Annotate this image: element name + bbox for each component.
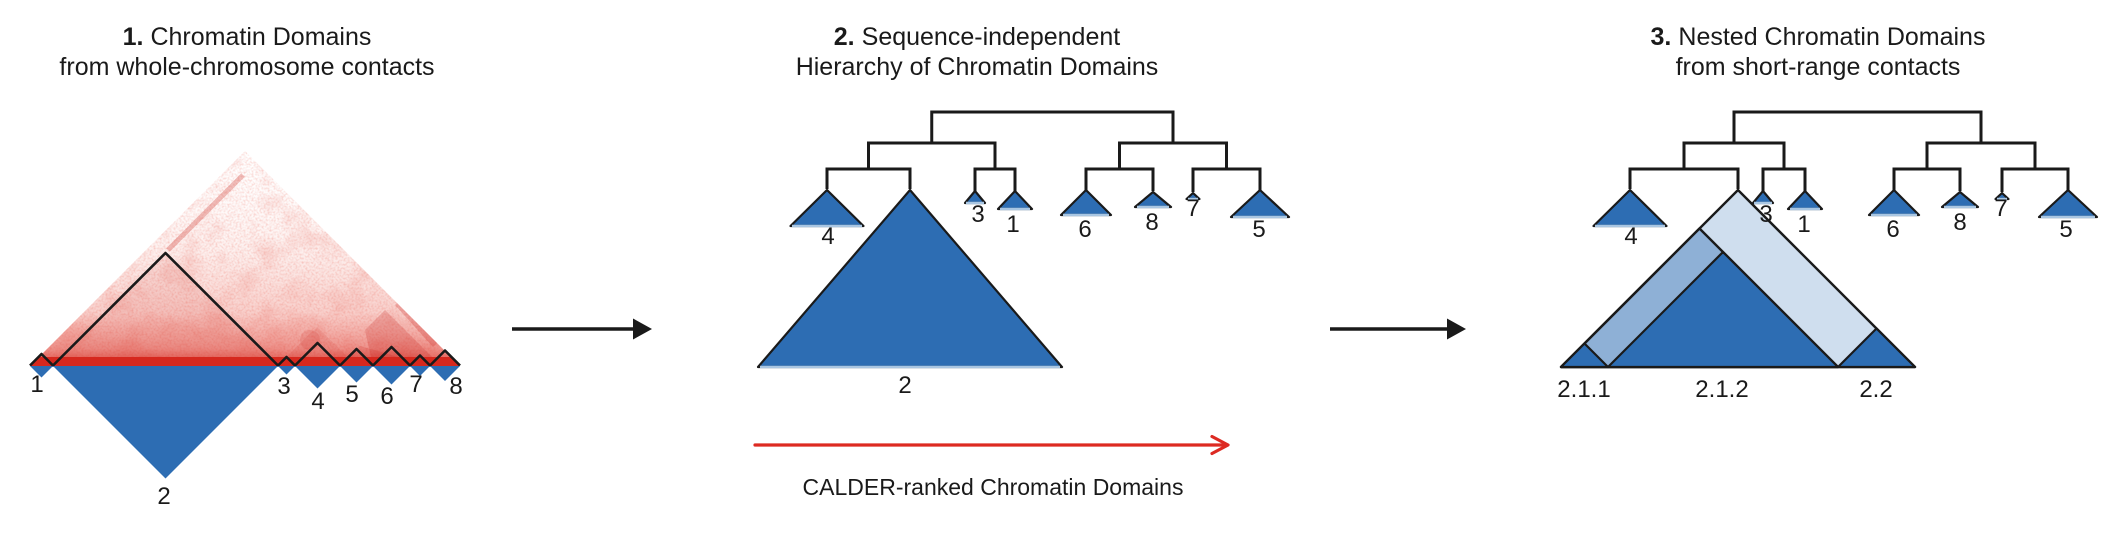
leaf-label: 1: [1797, 211, 1810, 238]
leaf-triangle-5: [2037, 188, 2099, 219]
calder-rank-label: CALDER-ranked Chromatin Domains: [803, 474, 1184, 500]
domain-label: 8: [449, 373, 462, 400]
nested-triangle-2-1-2: [1606, 250, 1840, 369]
heatmap-streak: [166, 173, 245, 252]
panel3-nested-labels: 2.1.1 2.1.2 2.2: [1557, 376, 1892, 403]
nested-domain-2: [1559, 188, 1917, 369]
panel2-dendrogram: [825, 110, 1262, 192]
arrow-head-icon: [633, 318, 652, 340]
leaf-label: 2: [898, 372, 911, 399]
leaf-triangle-4: [1592, 188, 1668, 228]
panel2-title-line2: Hierarchy of Chromatin Domains: [796, 53, 1159, 81]
leaf-label: 4: [821, 223, 834, 250]
panel1-domain-labels: 1 2 3 4 5 6 7 8: [30, 371, 462, 510]
step-arrow-1: [512, 318, 652, 340]
panel-2-hierarchy: 2.Sequence-independent Hierarchy of Chro…: [753, 23, 1291, 500]
nested-label-2-2: 2.2: [1859, 376, 1892, 403]
arrow-head-icon: [1447, 318, 1466, 340]
leaf-label: 7: [1994, 195, 2007, 222]
leaf-triangle-4: [789, 188, 865, 228]
panel1-domain-triangles: [30, 366, 460, 479]
panel2-title-text: Sequence-independent: [862, 23, 1121, 51]
leaf-triangle-1: [996, 189, 1034, 211]
panel3-title-text: Nested Chromatin Domains: [1678, 23, 1985, 51]
domain-label: 7: [409, 371, 422, 398]
panel-3-nested-domains: 3.Nested Chromatin Domains from short-ra…: [1557, 23, 2099, 403]
leaf-triangle-6: [1867, 188, 1921, 217]
leaf-label: 3: [971, 201, 984, 228]
domain-triangle-6: [373, 366, 410, 385]
leaf-triangle-1: [1786, 189, 1824, 211]
nested-triangle-2-1-1: [1559, 342, 1610, 369]
leaf-triangle-8: [1133, 190, 1173, 209]
heatmap-domain2-shade: [53, 253, 278, 365]
panel2-title-line1: 2.Sequence-independent: [834, 23, 1120, 51]
panel3-leaf-labels: 4 3 1 6 8 7 5: [1624, 195, 2072, 250]
domain-label: 5: [345, 381, 358, 408]
leaf-label: 6: [1886, 216, 1899, 243]
leaf-label: 4: [1624, 223, 1637, 250]
panel2-leaf-triangles: [756, 188, 1291, 369]
domain-label: 6: [380, 383, 393, 410]
panel3-title-line1: 3.Nested Chromatin Domains: [1651, 23, 1986, 51]
nested-label-2-1-2: 2.1.2: [1695, 376, 1748, 403]
panel3-leaf-triangles: [1592, 188, 2099, 228]
domain-label: 3: [277, 373, 290, 400]
calder-rank-arrow: CALDER-ranked Chromatin Domains: [753, 434, 1230, 500]
domain-outline-zigzag: [29, 251, 461, 367]
domain-triangle-8: [430, 366, 460, 381]
step-arrow-2: [1330, 318, 1466, 340]
panel2-title-number: 2.: [834, 23, 855, 51]
domain-label: 1: [30, 371, 43, 398]
nested-triangle-2-2: [1836, 327, 1917, 369]
leaf-label: 3: [1759, 201, 1772, 228]
domain-triangle-7: [410, 366, 430, 376]
red-arrow-head-icon: [1210, 434, 1230, 456]
panel3-title-number: 3.: [1651, 23, 1672, 51]
leaf-label: 8: [1145, 209, 1158, 236]
domain-triangle-4: [295, 366, 340, 389]
panel3-title-line2: from short-range contacts: [1676, 53, 1961, 81]
leaf-label: 5: [2059, 216, 2072, 243]
leaf-label: 1: [1006, 211, 1019, 238]
heatmap-base-strip: [30, 357, 460, 366]
domain-label: 4: [311, 388, 324, 415]
leaf-triangle-5: [1229, 188, 1291, 219]
panel1-title-line2: from whole-chromosome contacts: [59, 53, 434, 81]
domain-triangle-5: [340, 366, 373, 383]
leaf-triangle-6: [1059, 188, 1113, 217]
panel-1-chromatin-domains: 1.Chromatin Domains from whole-chromosom…: [29, 23, 463, 510]
leaf-triangle-8: [1940, 190, 1980, 209]
leaf-label: 8: [1953, 209, 1966, 236]
panel1-title-number: 1.: [123, 23, 144, 51]
domain-label: 2: [157, 483, 170, 510]
domain-triangle-1: [30, 366, 53, 378]
nested-label-2-1-1: 2.1.1: [1557, 376, 1610, 403]
leaf-label: 7: [1186, 195, 1199, 222]
domain-triangle-2: [53, 366, 278, 479]
panel1-title-line1: 1.Chromatin Domains: [123, 23, 372, 51]
panel1-title-text: Chromatin Domains: [150, 23, 371, 51]
panel3-dendrogram: [1628, 110, 2070, 192]
leaf-label: 6: [1078, 216, 1091, 243]
panel2-leaf-labels: 4 2 3 1 6 8 7 5: [821, 195, 1265, 399]
leaf-label: 5: [1252, 216, 1265, 243]
domain-triangle-3: [278, 366, 295, 375]
